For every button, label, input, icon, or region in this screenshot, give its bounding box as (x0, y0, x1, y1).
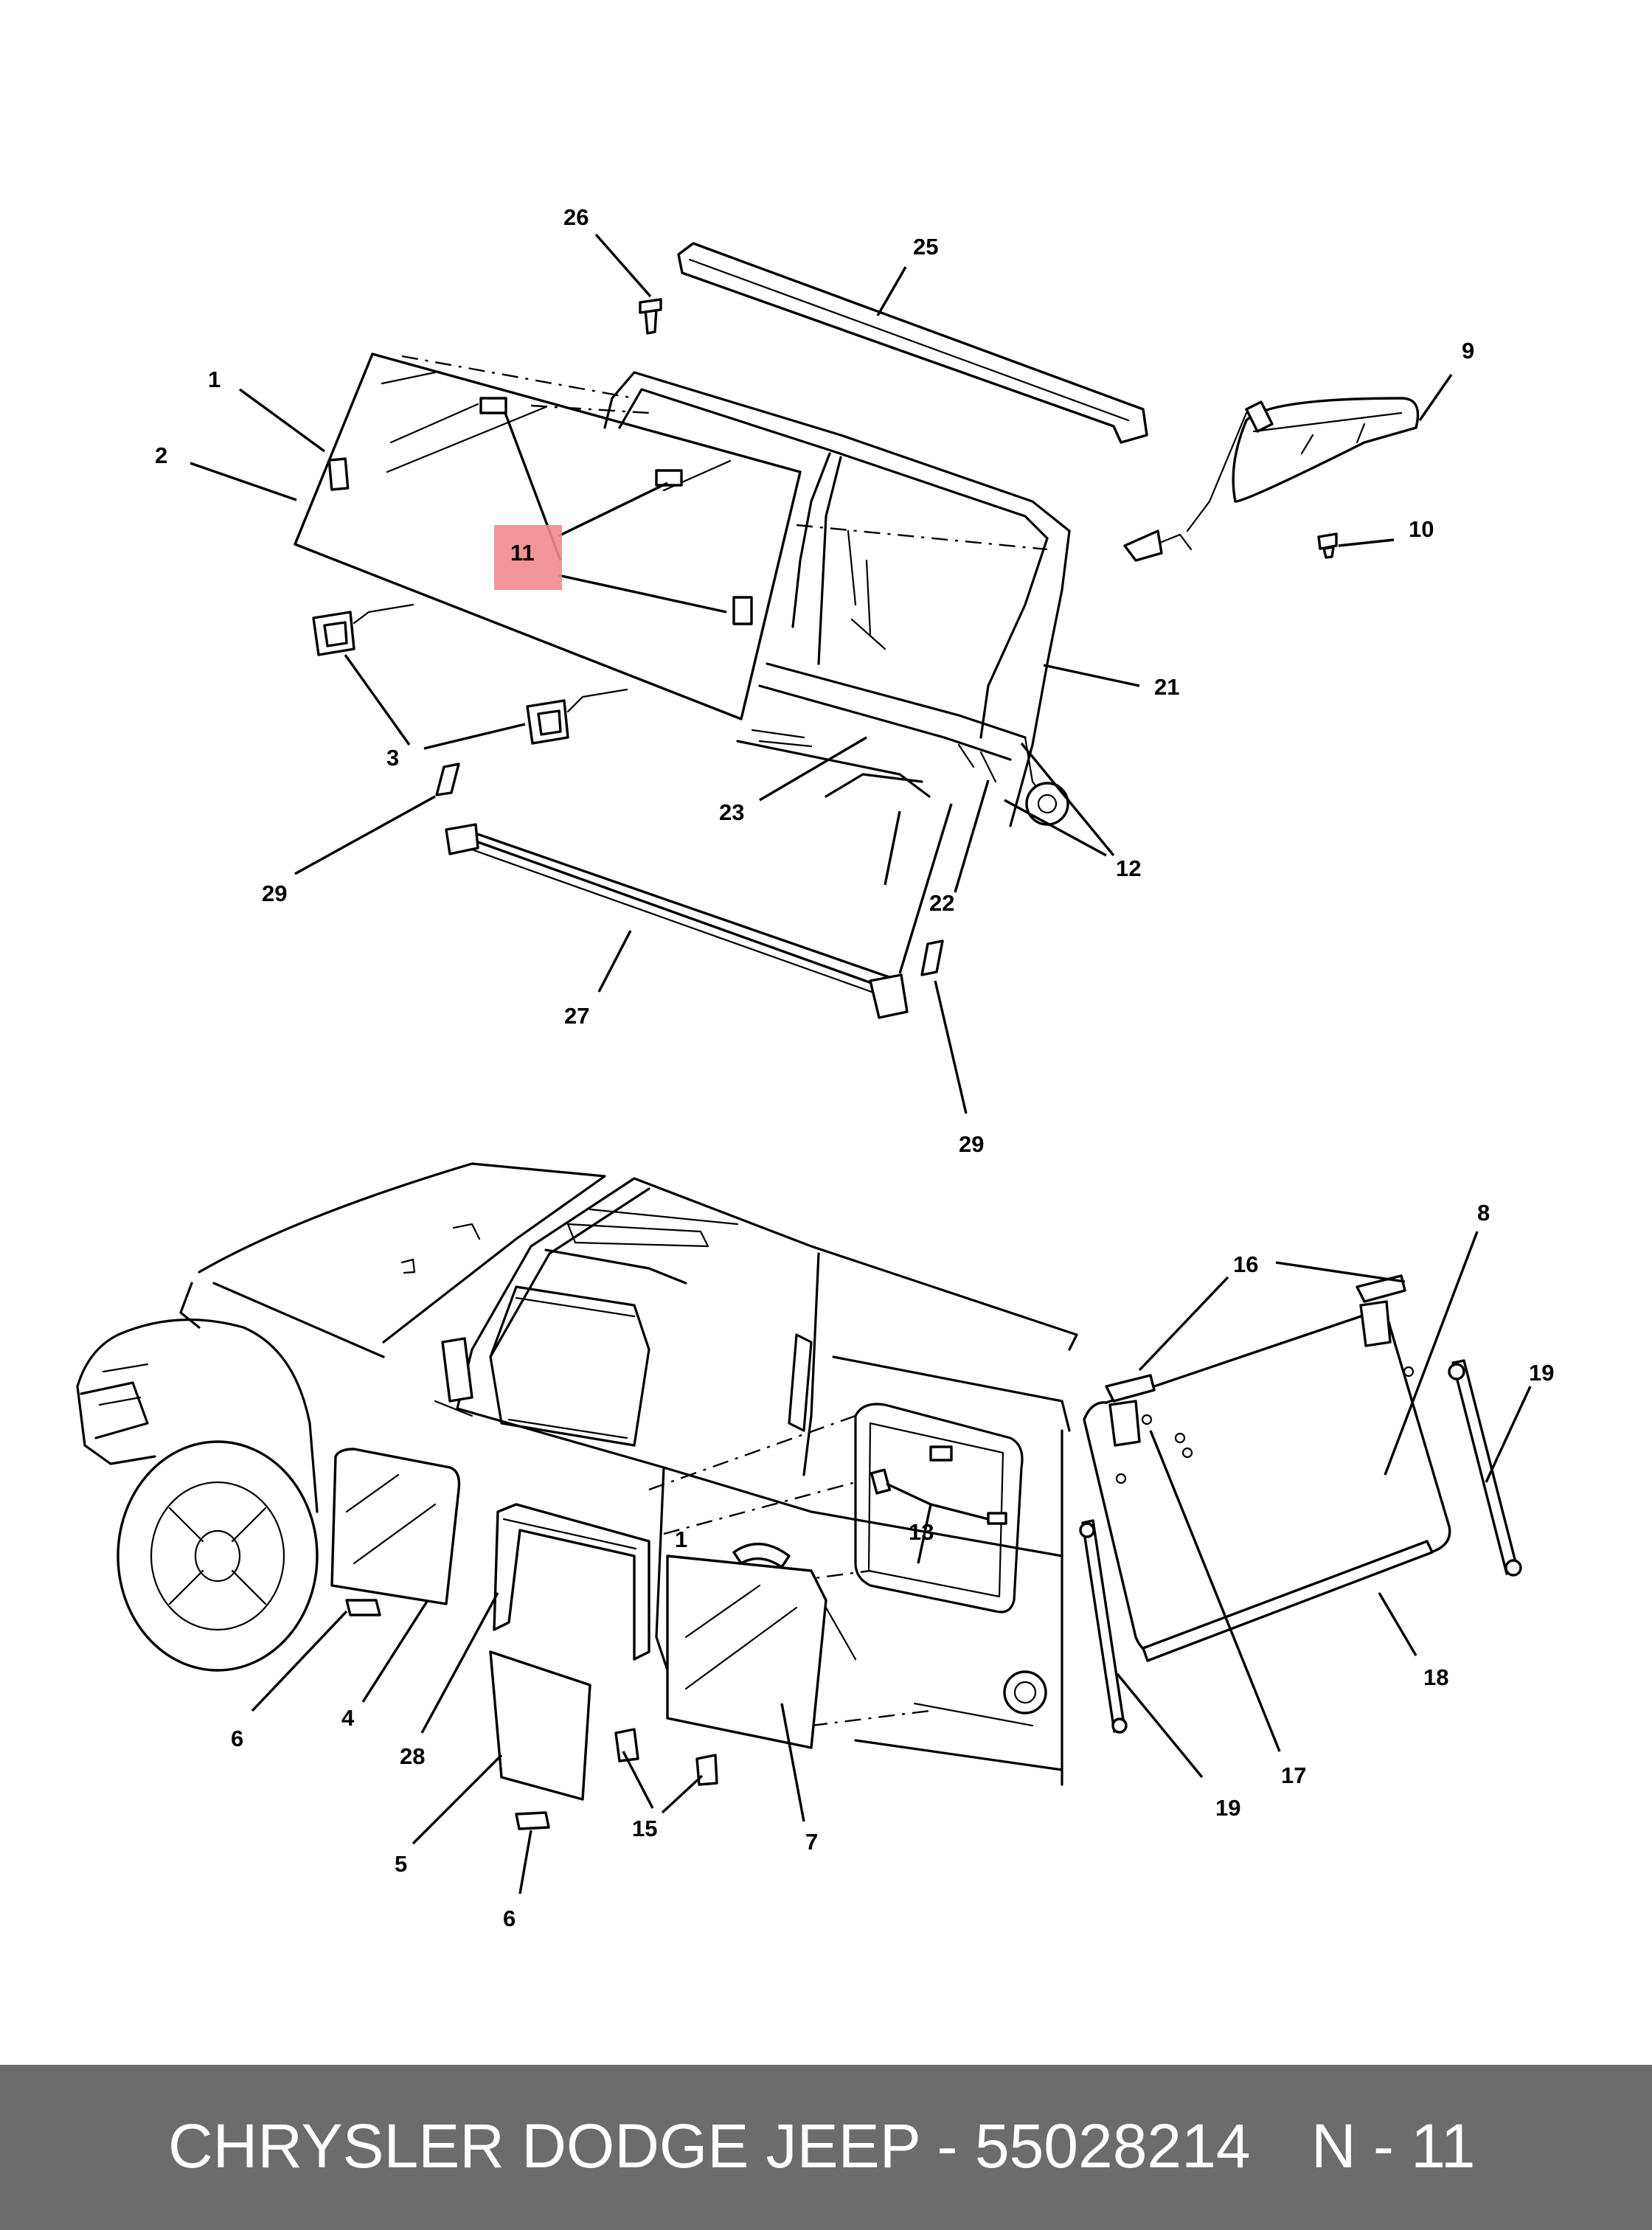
callout-15: 15 (632, 1816, 657, 1841)
screw-26 (639, 298, 662, 335)
callout-9: 9 (1462, 338, 1474, 364)
callout-6: 6 (503, 1906, 516, 1931)
windshield-frame (603, 371, 1071, 827)
rear-door-glass-small (489, 1650, 591, 1801)
door-glass-channel (493, 1503, 650, 1661)
callout-11-highlight (494, 525, 562, 590)
support-strut-left (1079, 1519, 1128, 1734)
adhesive-patch-upper (435, 763, 460, 796)
callout-29: 29 (959, 1131, 984, 1157)
callout-16: 16 (1233, 1251, 1258, 1277)
callout-reference: N - 11 (1311, 2111, 1476, 2181)
leader-lines-upper (190, 233, 1453, 1114)
callout-18: 18 (1423, 1664, 1448, 1690)
leader-lines-lower (251, 1231, 1532, 1894)
quarter-glass (666, 1555, 827, 1749)
callout-13: 13 (909, 1519, 934, 1545)
callout-8: 8 (1477, 1200, 1490, 1226)
callout-25: 25 (913, 234, 938, 260)
parts-diagram: 1 2 3 29 27 29 26 25 9 10 21 12 22 23 11 (76, 204, 1554, 1931)
callout-12: 12 (1116, 855, 1141, 881)
rear-view-mirror (1123, 397, 1420, 562)
footer-bar: CHRYSLER DODGE JEEP - 55028214 N - 11 (0, 2065, 1652, 2230)
support-strut-right (1448, 1359, 1522, 1577)
callout-29: 29 (262, 880, 287, 906)
adhesive-patch-lower (920, 939, 944, 976)
callout-22: 22 (929, 890, 954, 916)
callout-6: 6 (231, 1726, 243, 1751)
clip-6-upper (345, 1599, 381, 1616)
callout-21: 21 (1154, 674, 1179, 700)
mirror-bracket-lower (526, 688, 628, 745)
callout-5: 5 (395, 1851, 407, 1877)
screw-10 (1317, 532, 1338, 559)
callout-26: 26 (563, 204, 589, 230)
header-bar (677, 242, 1148, 444)
callout-7: 7 (805, 1829, 818, 1855)
callout-11: 11 (510, 540, 535, 566)
callout-1: 1 (208, 367, 221, 392)
callout-10: 10 (1409, 516, 1434, 542)
callout-labels-upper: 1 2 3 29 27 29 26 25 9 10 21 12 22 23 11 (155, 204, 1474, 1157)
vehicle-body (76, 1162, 1078, 1786)
liftgate-lower-bar (1142, 1540, 1434, 1662)
installation-dash-lines (401, 355, 1048, 551)
door-handle (732, 1543, 791, 1569)
liftgate-hinge-left (1105, 1374, 1156, 1447)
callout-1: 1 (675, 1526, 687, 1552)
callout-19: 19 (1215, 1795, 1240, 1821)
callout-2: 2 (155, 442, 167, 468)
callout-28: 28 (400, 1743, 425, 1769)
front-door-glass (330, 1448, 461, 1605)
mirror-bracket-upper (312, 603, 414, 656)
brackets-15 (614, 1728, 718, 1786)
callout-3: 3 (386, 745, 399, 771)
callout-19: 19 (1529, 1360, 1554, 1386)
callout-17: 17 (1281, 1762, 1306, 1788)
clip-6-lower (515, 1811, 550, 1830)
windshield-lower-seal (445, 823, 909, 1019)
callout-labels-lower: 8 16 19 1 13 18 6 4 28 5 6 15 7 19 17 (231, 1200, 1554, 1931)
callout-23: 23 (719, 799, 744, 825)
part-number-title: CHRYSLER DODGE JEEP - 55028214 (168, 2111, 1251, 2181)
liftgate-hinge-right (1356, 1274, 1406, 1347)
callout-27: 27 (564, 1003, 589, 1029)
callout-4: 4 (341, 1705, 355, 1731)
